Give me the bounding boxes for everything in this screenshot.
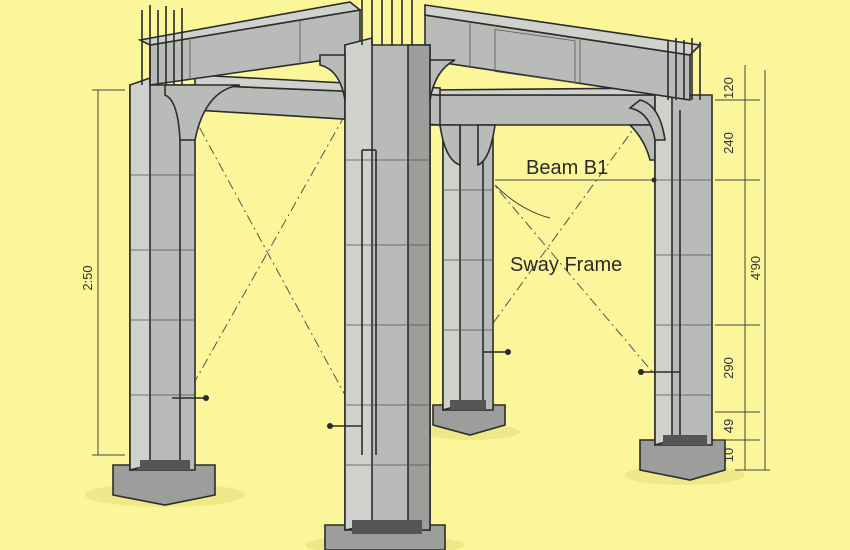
base-dim-a: 49: [721, 419, 736, 433]
left-height-dim: 2:50: [80, 265, 95, 290]
frame-label: Sway Frame: [510, 254, 622, 276]
column-center: [319, 36, 456, 550]
rebar-tops-center: [361, 0, 413, 45]
bracing-lines: [189, 109, 656, 396]
beam-leader: [494, 177, 657, 219]
rebar-tops-left: [141, 5, 183, 85]
column-right: [638, 88, 726, 481]
beam-left-top: [137, 1, 362, 86]
column-left: [112, 76, 241, 506]
dimension-right: [715, 65, 770, 471]
rebar-tops-right: [667, 38, 701, 100]
lower-dim: 290: [721, 357, 736, 379]
dimension-left: [92, 89, 125, 456]
beam-label: Beam B1: [526, 157, 608, 179]
beam-depth-dim: 120: [721, 77, 736, 99]
total-height-dim: 4'90: [748, 256, 763, 280]
column-back: [432, 113, 511, 436]
upper-dim: 240: [721, 132, 736, 154]
beam-right-top: [424, 4, 702, 141]
base-dim-b: 10: [721, 448, 736, 462]
